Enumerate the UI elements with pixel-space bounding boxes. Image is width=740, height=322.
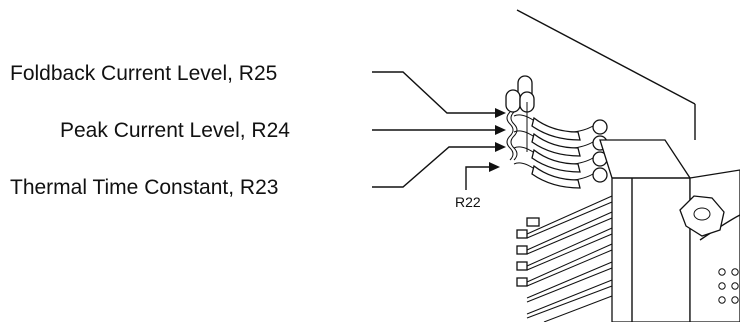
label-r23: Thermal Time Constant, R23 xyxy=(10,176,278,199)
label-r25: Foldback Current Level, R25 xyxy=(10,62,277,85)
leader-r23 xyxy=(372,142,506,188)
header-pin-block xyxy=(516,195,613,322)
resistor-r24 xyxy=(513,130,608,157)
label-r24: Peak Current Level, R24 xyxy=(60,119,290,142)
hex-standoff xyxy=(679,195,725,237)
leader-r25 xyxy=(372,71,506,118)
leader-r24 xyxy=(372,125,506,135)
resistor-r25 xyxy=(513,114,608,141)
resistor-r22 xyxy=(513,162,608,189)
d-sub-connector xyxy=(599,139,740,322)
resistor-column-left xyxy=(505,75,535,161)
label-r22: R22 xyxy=(455,194,481,210)
leader-r22 xyxy=(465,162,500,190)
resistor-r23 xyxy=(513,146,608,173)
